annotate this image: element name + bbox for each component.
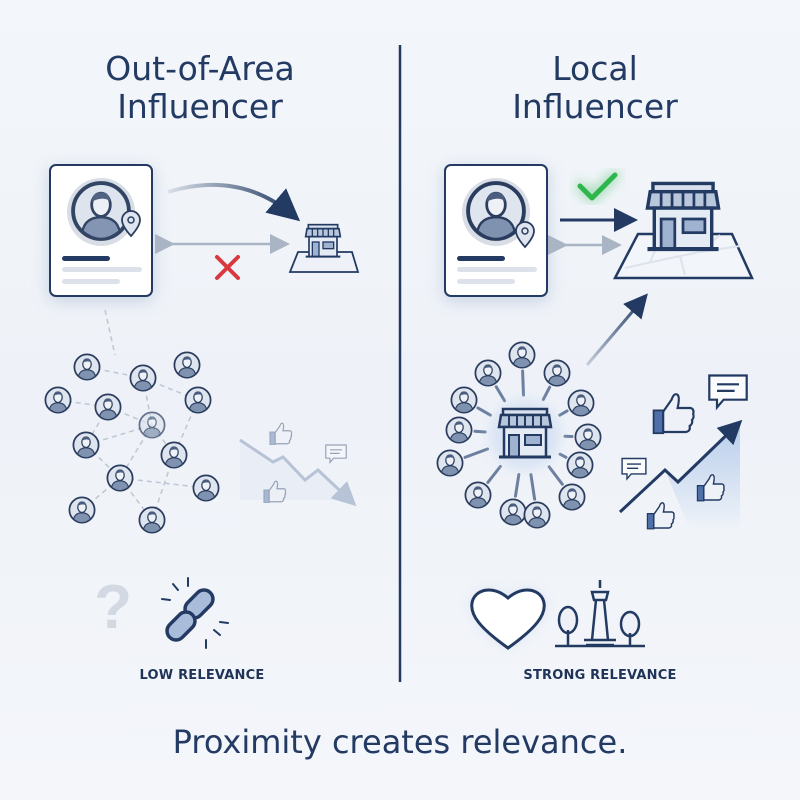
thumbs-up-icon — [652, 393, 695, 435]
store-on-map-icon — [612, 183, 754, 280]
connector-line — [476, 406, 492, 417]
person-avatar-icon — [436, 449, 464, 477]
up-trend-chart — [618, 374, 748, 530]
landmark-tower-icon — [584, 580, 616, 647]
person-avatar-icon — [558, 483, 586, 511]
thumbs-up-icon — [269, 422, 293, 445]
person-avatar-icon — [445, 416, 473, 444]
comment-icon — [708, 374, 748, 409]
person-avatar-icon — [523, 501, 551, 529]
low-relevance-label: LOW RELEVANCE — [139, 668, 265, 683]
person-avatar-icon — [73, 353, 101, 381]
connector-line — [513, 473, 521, 498]
person-avatar-icon — [464, 481, 492, 509]
curved-arrow-icon — [167, 182, 301, 222]
person-avatar-icon — [129, 364, 157, 392]
connector-line — [521, 369, 526, 397]
tagline: Proximity creates relevance. — [172, 723, 628, 761]
left-title: Out-of-Area Influencer — [40, 50, 360, 126]
profile-avatar-icon — [71, 181, 131, 241]
dispersed-network — [44, 351, 220, 534]
person-avatar-icon — [160, 441, 188, 469]
connector-line — [463, 447, 490, 459]
green-check-icon — [576, 171, 619, 202]
person-avatar-icon — [44, 386, 72, 414]
thumbs-up-icon — [646, 502, 675, 530]
dispersed-network-links — [57, 309, 207, 521]
comment-icon — [325, 444, 347, 464]
person-avatar-icon — [138, 411, 166, 439]
center-store-icon — [497, 407, 553, 459]
right-title: Local Influencer — [435, 50, 755, 126]
right-title-line1: Local — [552, 49, 638, 88]
down-trend-chart — [239, 422, 357, 507]
left-profile-card — [49, 164, 153, 297]
connector-line — [529, 473, 537, 501]
left-title-line1: Out-of-Area — [105, 49, 295, 88]
person-avatar-icon — [184, 386, 212, 414]
connector-line — [486, 464, 502, 484]
person-avatar-icon — [68, 496, 96, 524]
heart-icon — [470, 588, 546, 650]
person-avatar-icon — [450, 386, 478, 414]
connector-line — [547, 465, 564, 486]
person-avatar-icon — [173, 351, 201, 379]
right-title-line2: Influencer — [512, 87, 678, 126]
person-avatar-icon — [474, 359, 502, 387]
strong-relevance-label: STRONG RELEVANCE — [523, 668, 677, 683]
comment-icon — [621, 457, 647, 480]
broken-chain-icon — [161, 577, 229, 649]
right-profile-card — [444, 164, 548, 297]
connector-line — [494, 385, 507, 403]
person-avatar-icon — [138, 506, 166, 534]
left-title-line2: Influencer — [117, 87, 283, 126]
diagonal-arrow-icon — [585, 293, 648, 366]
person-avatar-icon — [192, 474, 220, 502]
connector-line — [558, 452, 568, 459]
person-avatar-icon — [72, 431, 100, 459]
question-mark-icon: ? — [94, 573, 132, 642]
community-ring-links — [463, 369, 574, 501]
tree-icon — [555, 605, 645, 648]
connector-line — [119, 477, 207, 489]
person-avatar-icon — [499, 498, 527, 526]
person-avatar-icon — [94, 393, 122, 421]
person-avatar-icon — [106, 464, 134, 492]
person-avatar-icon — [567, 389, 595, 417]
connector-line — [473, 429, 487, 434]
person-avatar-icon — [574, 423, 602, 451]
connector-line — [558, 409, 569, 417]
person-avatar-icon — [508, 341, 536, 369]
connector-line — [541, 385, 552, 401]
small-store-icon — [288, 223, 360, 273]
person-avatar-icon — [543, 359, 571, 387]
red-x-icon — [215, 255, 240, 280]
person-avatar-icon — [566, 451, 594, 479]
